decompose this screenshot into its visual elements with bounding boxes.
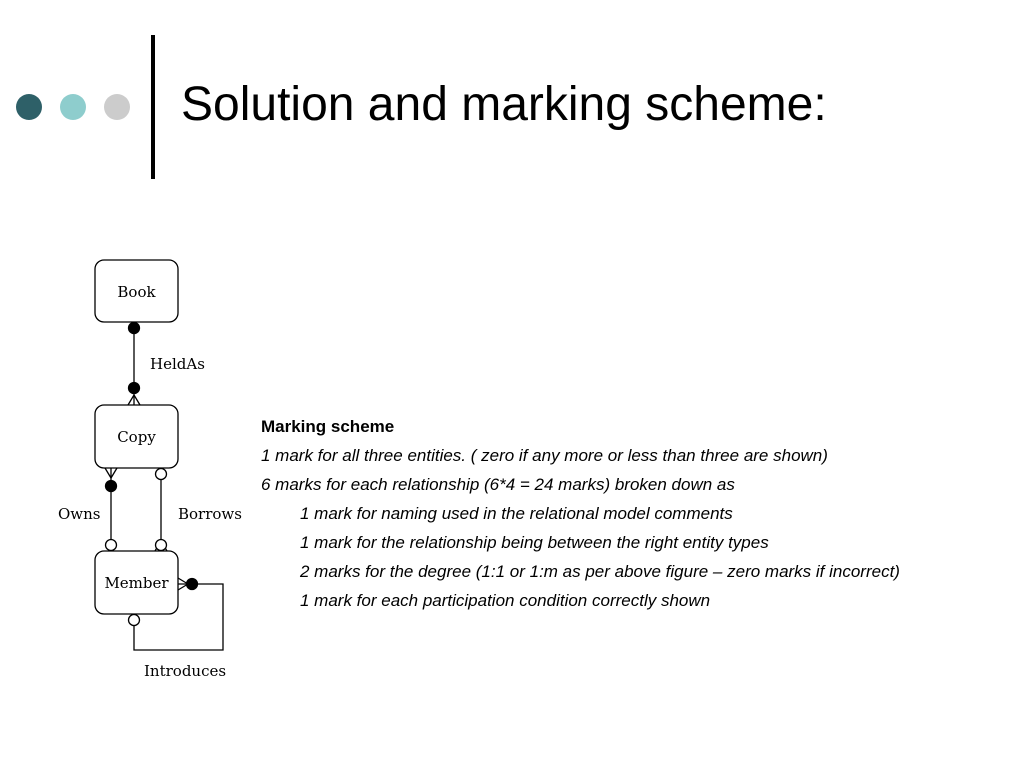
relationship-borrows	[154, 467, 168, 552]
slide-title: Solution and marking scheme:	[181, 78, 827, 131]
entity-member: Member	[94, 550, 179, 615]
relationship-heldas	[127, 321, 141, 406]
marking-scheme: Marking scheme 1 mark for all three enti…	[261, 412, 1021, 615]
marking-scheme-sub-item: 2 marks for the degree (1:1 or 1:m as pe…	[300, 562, 900, 581]
entity-book: Book	[94, 259, 179, 323]
title-divider	[151, 35, 155, 179]
er-diagram: Book Copy Member HeldAs Owns Borrows	[58, 259, 242, 680]
marking-scheme-sub-item: 1 mark for each participation condition …	[300, 591, 711, 610]
marking-scheme-item: 6 marks for each relationship (6*4 = 24 …	[261, 475, 735, 494]
entity-copy-label: Copy	[117, 428, 156, 446]
relationship-owns-label: Owns	[58, 505, 101, 523]
relationship-heldas-label: HeldAs	[150, 355, 205, 373]
marking-scheme-sub-item: 1 mark for the relationship being betwee…	[300, 533, 769, 552]
decor-dot-grey	[104, 94, 130, 120]
relationship-introduces	[127, 577, 224, 651]
relationship-owns	[104, 467, 118, 552]
decor-dot-teal	[60, 94, 86, 120]
marking-scheme-item: 1 mark for all three entities. ( zero if…	[261, 446, 828, 465]
entity-member-label: Member	[104, 574, 169, 592]
decor-dot-dark	[16, 94, 42, 120]
relationship-introduces-label: Introduces	[144, 662, 226, 680]
entity-book-label: Book	[117, 283, 156, 301]
marking-scheme-sub-item: 1 mark for naming used in the relational…	[300, 504, 733, 523]
marking-scheme-heading: Marking scheme	[261, 417, 395, 436]
entity-copy: Copy	[94, 404, 179, 469]
relationship-borrows-label: Borrows	[178, 505, 242, 523]
